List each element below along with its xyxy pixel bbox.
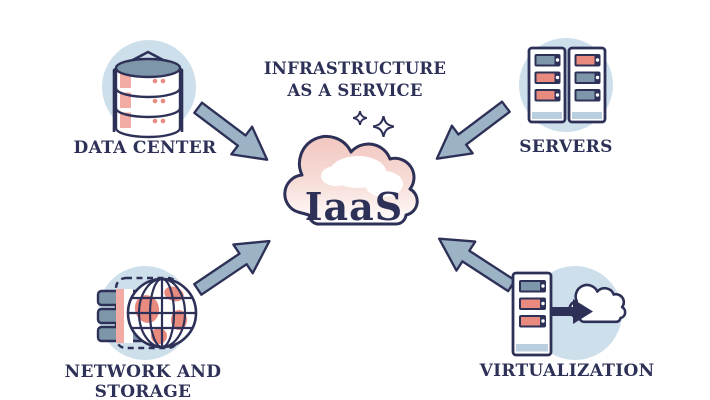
sparkle-small-icon	[353, 111, 367, 125]
server-rack-left	[527, 46, 567, 124]
label-data-center: DATA CENTER	[73, 138, 217, 158]
sparkle-large-icon	[373, 116, 394, 137]
cloud-icon	[283, 134, 419, 226]
arrow-virtualization-to-cloud	[426, 220, 525, 304]
shield-outline-icon	[112, 50, 184, 132]
cloud-highlight	[321, 156, 403, 197]
data-center-icon	[93, 30, 203, 140]
servers-icon	[511, 30, 621, 140]
server-rack-right	[567, 46, 607, 124]
network-storage-icon	[90, 258, 200, 368]
iaas-cloud	[274, 134, 434, 246]
label-network-storage: NETWORK AND STORAGE	[64, 362, 222, 400]
arrow-network-to-cloud	[185, 223, 284, 308]
arrow-data-center-to-cloud	[184, 90, 282, 177]
server-tower	[511, 271, 553, 357]
diagram-title: INFRASTRUCTURE AS A SERVICE	[255, 58, 455, 102]
label-virtualization: VIRTUALIZATION	[479, 361, 655, 381]
migration-arrow-icon	[551, 299, 593, 324]
virtualization-icon	[503, 258, 633, 368]
label-servers: SERVERS	[519, 137, 613, 157]
title-line-2: AS A SERVICE	[287, 80, 423, 100]
dashed-network-boundary	[114, 276, 180, 350]
title-line-1: INFRASTRUCTURE	[263, 59, 447, 78]
cloud-label: IaaS	[304, 184, 404, 229]
globe-icon	[126, 277, 198, 349]
arrow-servers-to-cloud	[422, 89, 520, 176]
database-stack-icon	[114, 57, 182, 139]
